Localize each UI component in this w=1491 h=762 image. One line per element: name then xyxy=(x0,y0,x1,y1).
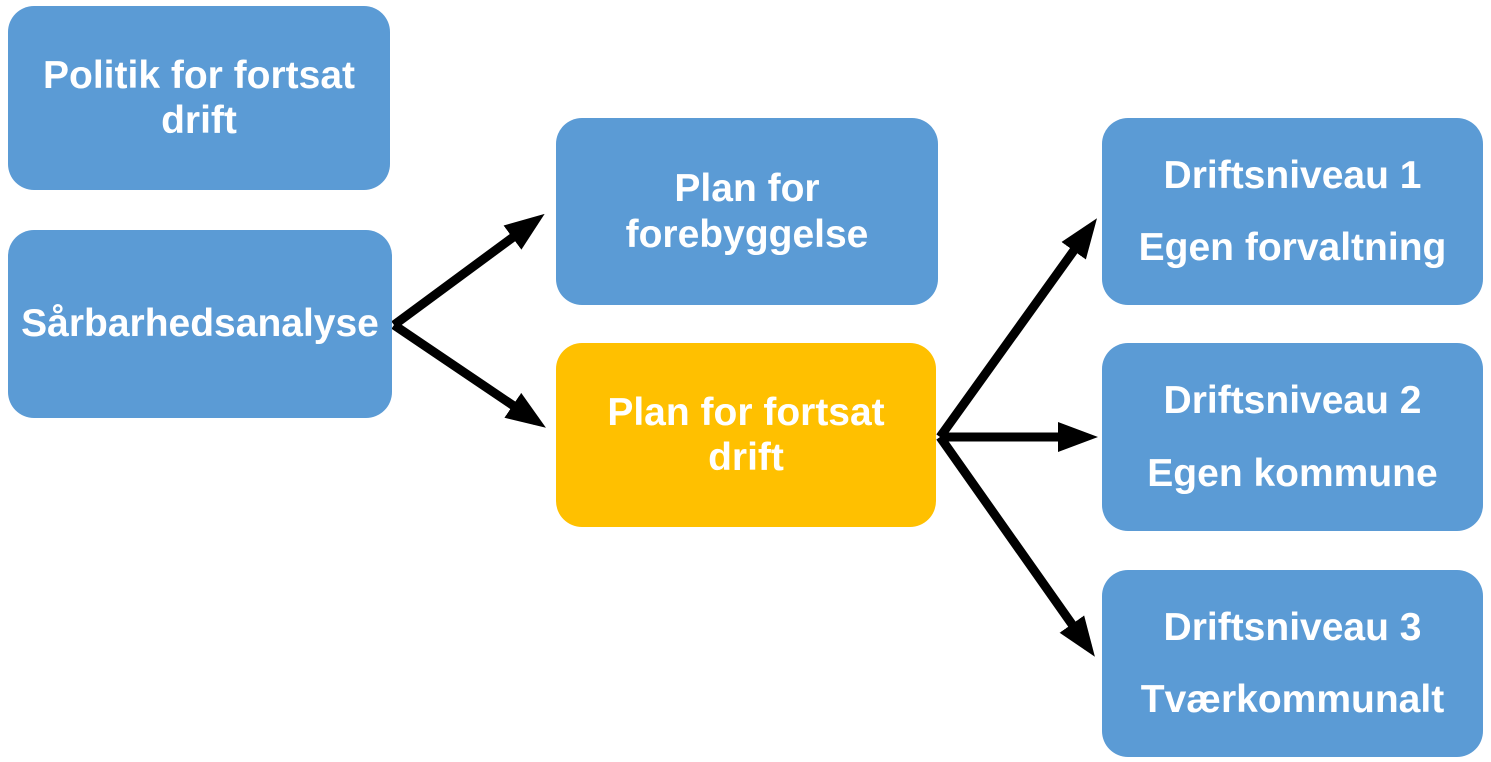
node-label: Sårbarhedsanalyse xyxy=(21,302,379,346)
node-label-line2: Egen forvaltning xyxy=(1138,226,1447,269)
node-politik-for-fortsat-drift: Politik for fortsat drift xyxy=(8,6,390,190)
node-label-line1: Driftsniveau 1 xyxy=(1163,153,1422,197)
node-label-line2: Tværkommunalt xyxy=(1140,678,1445,721)
node-plan-for-forebyggelse: Plan for forebyggelse xyxy=(556,118,938,305)
arrow-plan-for-fortsat-drift-to-driftsniveau-1 xyxy=(936,218,1097,440)
node-label: Plan for fortsat drift xyxy=(607,390,885,479)
node-label-line1: Driftsniveau 2 xyxy=(1163,379,1422,423)
node-label-line2: Egen kommune xyxy=(1147,451,1438,495)
node-label: Politik for fortsat drift xyxy=(42,53,356,142)
arrow-saarbarhedsanalyse-to-plan-for-fortsat-drift xyxy=(391,321,546,428)
node-label-line1: Driftsniveau 3 xyxy=(1163,605,1422,649)
node-saarbarhedsanalyse: Sårbarhedsanalyse xyxy=(8,230,392,418)
node-plan-for-fortsat-drift: Plan for fortsat drift xyxy=(556,343,936,527)
node-driftsniveau-1: Driftsniveau 1 Egen forvaltning xyxy=(1102,118,1483,305)
arrow-saarbarhedsanalyse-to-plan-for-forebyggelse xyxy=(391,213,545,329)
arrow-plan-for-fortsat-drift-to-driftsniveau-3 xyxy=(936,434,1095,657)
node-driftsniveau-2: Driftsniveau 2 Egen kommune xyxy=(1102,343,1483,531)
node-driftsniveau-3: Driftsniveau 3 Tværkommunalt xyxy=(1102,570,1483,757)
node-label: Plan for forebyggelse xyxy=(625,167,869,256)
